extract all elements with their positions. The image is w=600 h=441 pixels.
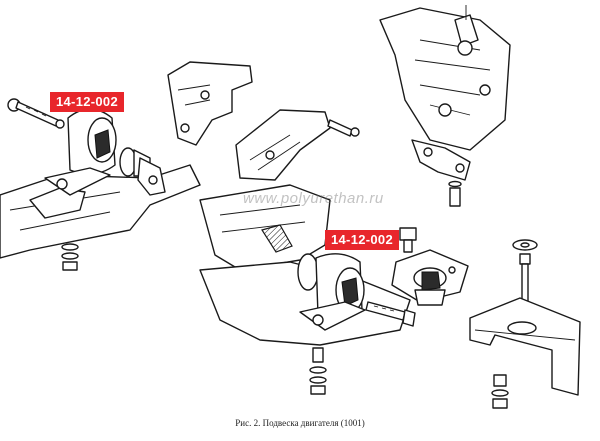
watermark-text: www.polyurethan.ru [243,190,384,207]
top-bracket-2 [235,109,360,181]
center-washer-stack [309,347,327,395]
left-washer-stack [61,243,79,271]
left-cushion-mount [44,108,117,196]
right-washer-stack [491,374,509,409]
gearbox-mount-bracket [411,139,471,207]
center-cushion-mount [297,253,366,331]
right-crossmember [469,297,581,396]
part-number-label-center: 14-12-002 [325,230,399,250]
top-bracket-1 [167,61,253,146]
gearbox-housing [379,5,511,151]
left-bracket-spool [119,147,166,196]
part-number-label-left: 14-12-002 [50,92,124,112]
figure-caption: Рис. 2. Подвеска двигателя (1001) [235,418,365,428]
right-mount-pad [391,249,469,306]
center-bolt [365,301,416,327]
right-bolt-small [399,227,417,253]
left-bolt [7,98,65,129]
